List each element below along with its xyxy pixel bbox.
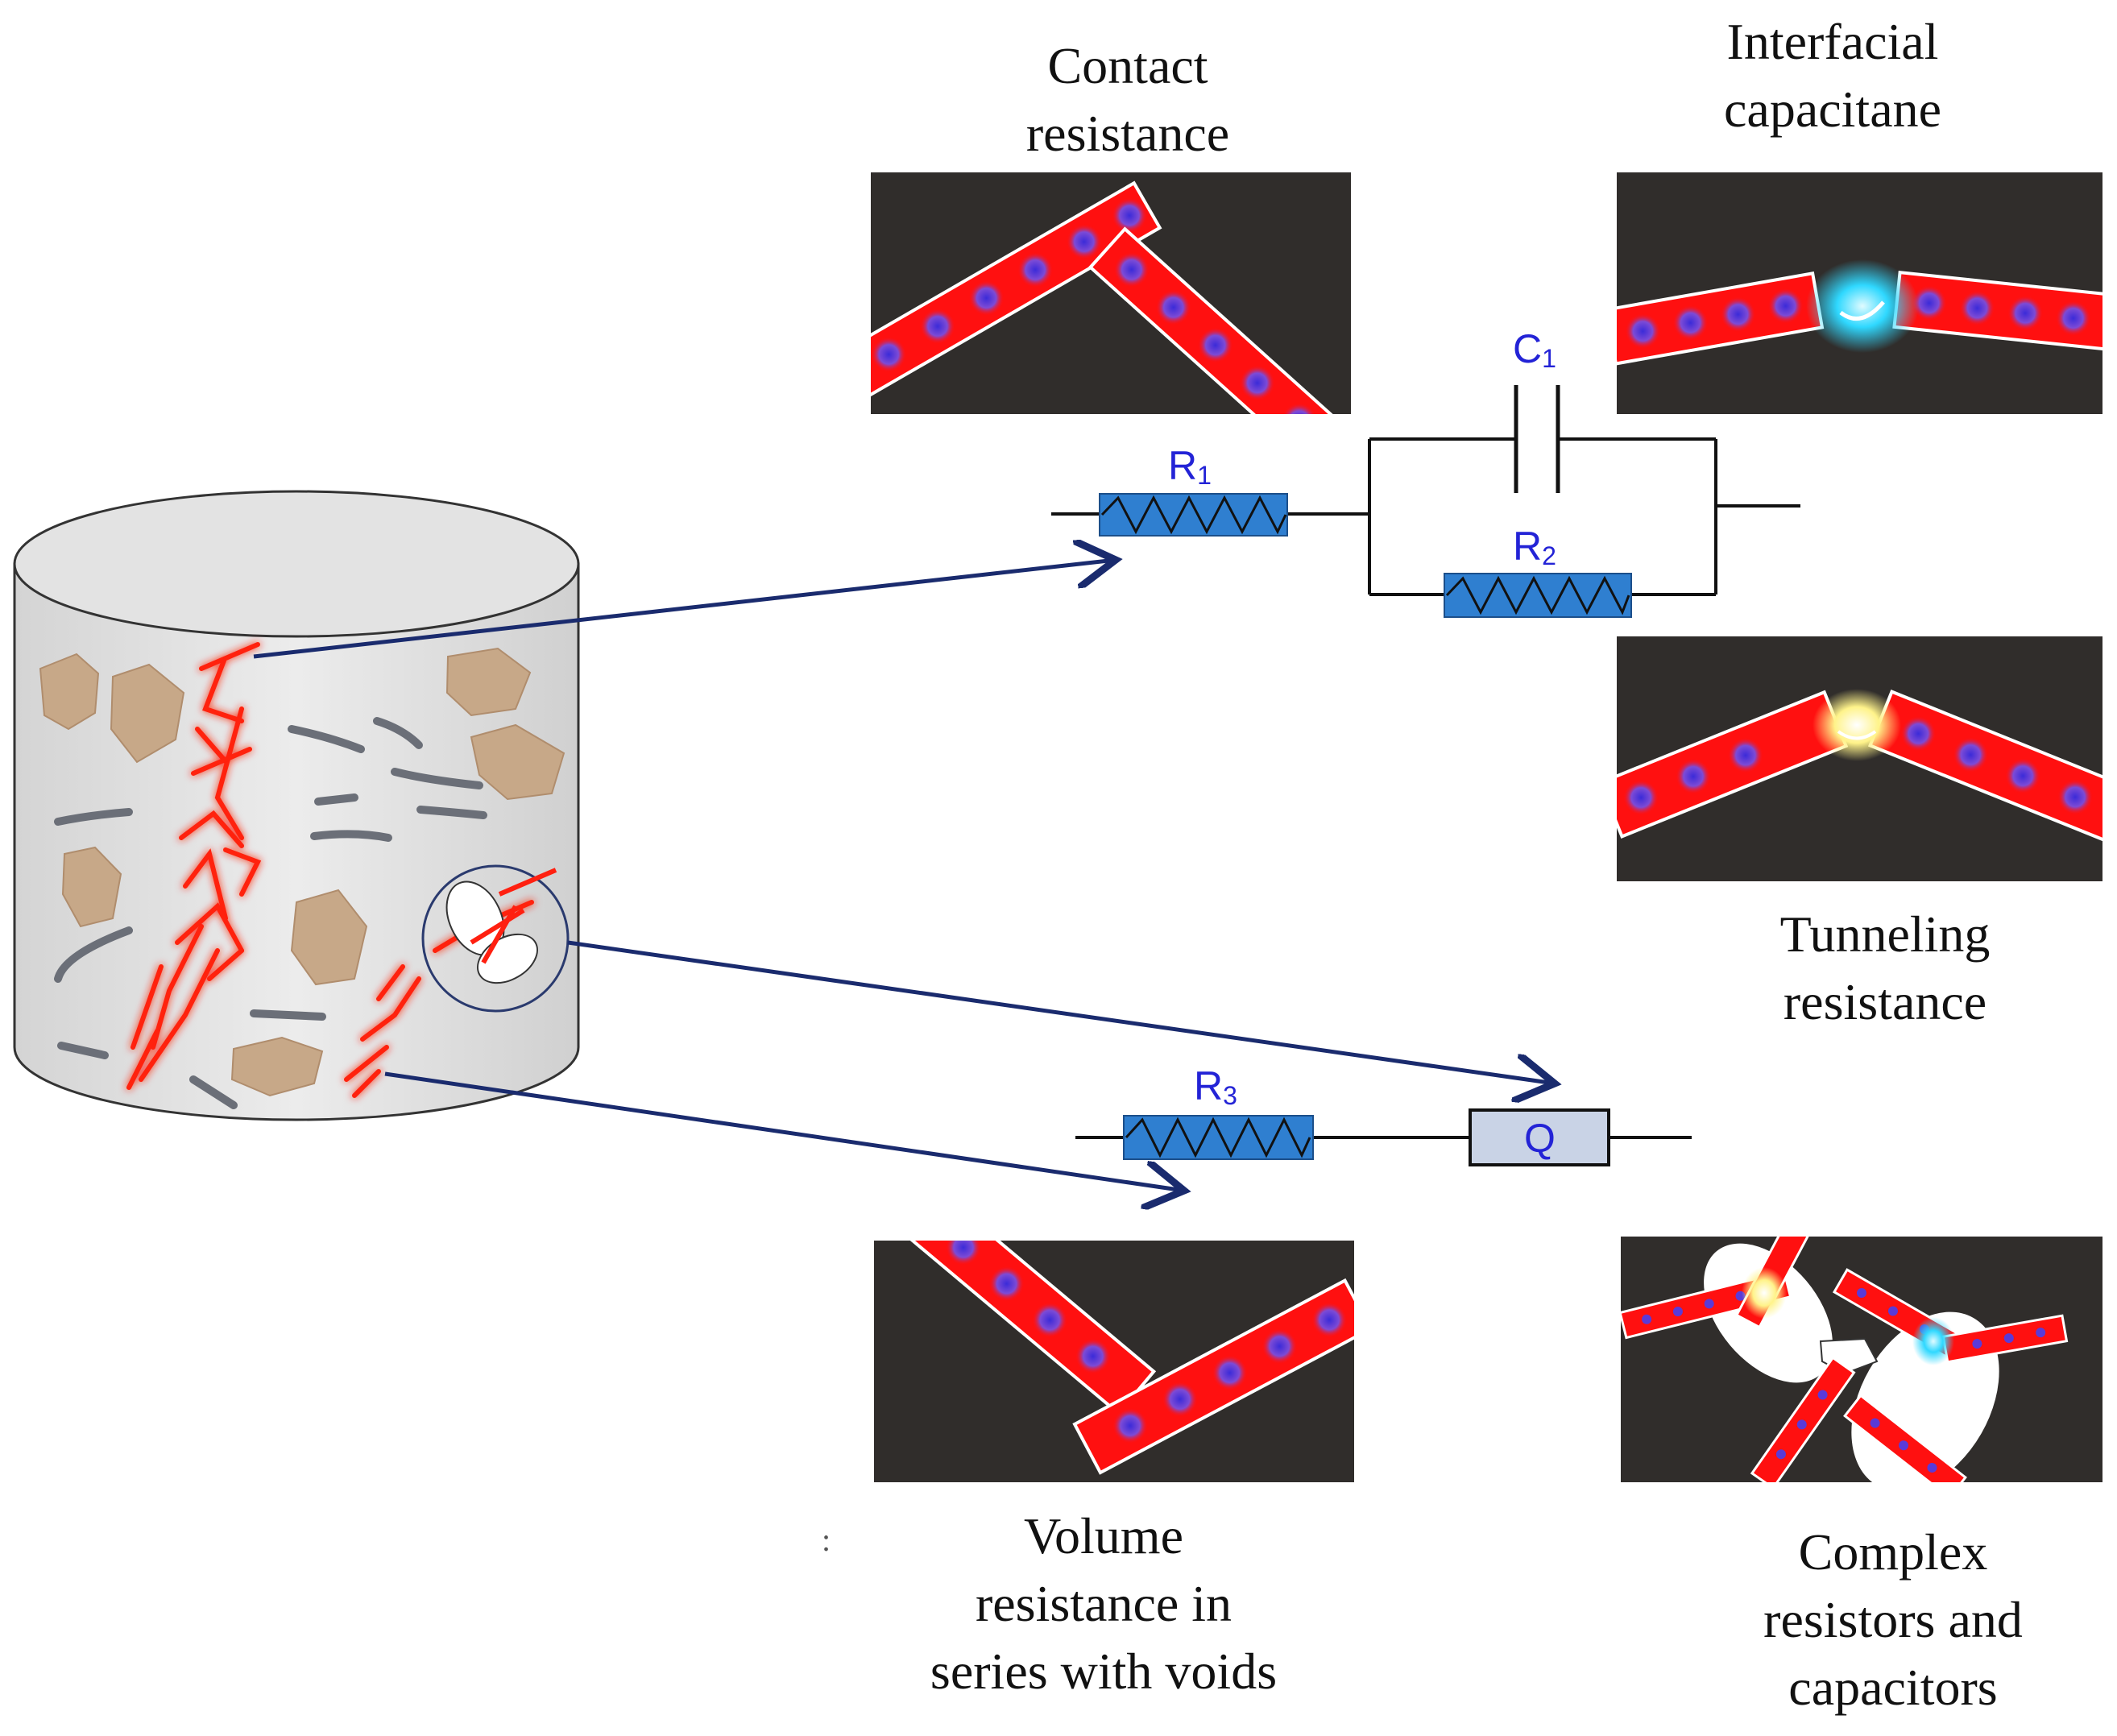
arrow-icon: [253, 560, 1555, 1191]
circuit-upper: [1051, 437, 1800, 596]
panel-volume-resistance: [874, 1241, 1354, 1482]
caption-interfacial-capacitance: Interfacial capacitane: [1724, 13, 1941, 138]
panel-contact-resistance: [871, 172, 1351, 414]
steel-fiber-icon: [54, 717, 487, 1109]
panel-interfacial-capacitance: [1617, 172, 2102, 414]
aggregate-icon: [39, 647, 566, 1097]
r3-label-subscript: 3: [1223, 1081, 1237, 1110]
capacitor-icon: [1514, 385, 1560, 493]
resistor-icon: [1123, 1115, 1314, 1160]
carbon-fiber-icon: [126, 642, 262, 1090]
r1-label-subscript: 1: [1197, 461, 1212, 490]
q-label: Q: [1524, 1116, 1556, 1161]
c1-label-subscript: 1: [1542, 344, 1556, 373]
cylinder-specimen-icon: [13, 490, 580, 1121]
c1-label-letter: C: [1513, 326, 1542, 371]
r2-label-letter: R: [1513, 524, 1542, 569]
r1-label-letter: R: [1168, 443, 1197, 488]
cpe-icon: Q: [1469, 1108, 1610, 1166]
caption-contact-resistance: Contact resistance: [1025, 37, 1230, 162]
caption-volume-resistance: Volume resistance in series with voids: [930, 1507, 1278, 1700]
resistor-icon: [1444, 573, 1632, 618]
r2-label-subscript: 2: [1542, 541, 1556, 570]
resistor-icon: [1099, 493, 1288, 537]
r2-label: R2: [1513, 524, 1556, 570]
panel-tunneling-resistance: [1617, 636, 2102, 881]
stray-mark: :: [822, 1522, 831, 1558]
caption-complex: Complex resistors and capacitors: [1763, 1523, 2023, 1716]
caption-tunneling-resistance: Tunneling resistance: [1779, 905, 1991, 1030]
panel-complex: [1621, 1237, 2102, 1482]
r1-label: R1: [1168, 443, 1212, 490]
void-icon: [421, 864, 570, 1013]
r3-label-letter: R: [1194, 1063, 1223, 1108]
c1-label: C1: [1513, 326, 1556, 373]
r3-label: R3: [1194, 1063, 1237, 1110]
